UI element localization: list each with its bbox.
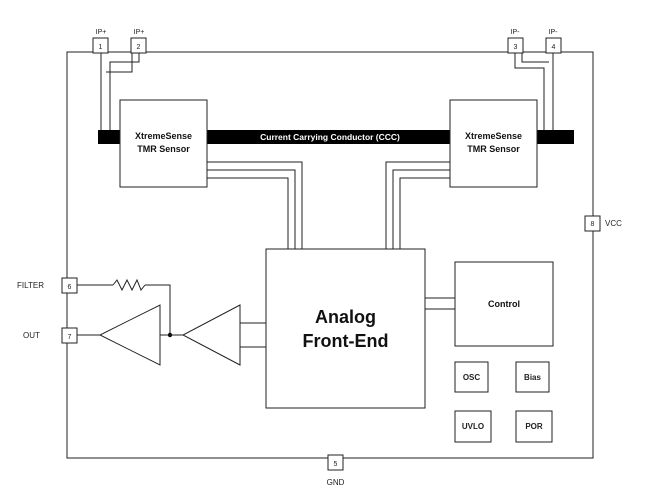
control-label: Control <box>488 299 520 309</box>
osc-block <box>454 361 489 393</box>
tmr-sensor-right-line1: XtremeSense <box>465 131 522 141</box>
tmr-sensor-right <box>449 99 538 188</box>
left-sensor-trace-3 <box>207 177 289 249</box>
right-sensor-trace-2 <box>392 169 450 249</box>
conductor-label: Current Carrying Conductor (CCC) <box>260 132 400 142</box>
pin-4-name: IP- <box>549 29 559 36</box>
afe-line1: Analog <box>315 307 376 327</box>
filter-resistor <box>112 278 146 292</box>
pin-8-name: VCC <box>605 219 622 228</box>
left-sensor-trace-1 <box>207 161 303 249</box>
amplifier <box>181 304 241 366</box>
pin-5-number: 5 <box>334 461 338 468</box>
osc-label: OSC <box>463 373 481 382</box>
ip-minus-wire-3 <box>521 53 549 63</box>
por-block <box>515 410 553 443</box>
tmr-sensor-left <box>119 99 208 188</box>
right-sensor-trace-1 <box>385 161 450 249</box>
pin-5-name: GND <box>327 478 345 487</box>
tmr-sensor-right-line2: TMR Sensor <box>467 144 520 154</box>
control-block <box>454 261 554 347</box>
pin-1-name: IP+ <box>96 29 107 36</box>
pin-2-number: 2 <box>137 44 141 51</box>
filter-wire-2 <box>145 284 171 335</box>
afe-line2: Front-End <box>303 331 389 351</box>
ip-minus-wire-1 <box>514 53 545 130</box>
pin-6-number: 6 <box>68 284 72 291</box>
analog-front-end <box>265 248 426 409</box>
uvlo-block <box>454 410 492 443</box>
pin-7-name: OUT <box>23 331 40 340</box>
pin-2-name: IP+ <box>134 29 145 36</box>
bias-label: Bias <box>524 373 541 382</box>
left-sensor-trace-2 <box>207 169 296 249</box>
pin-6-name: FILTER <box>17 281 44 290</box>
pin-4-number: 4 <box>552 44 556 51</box>
pin-8-box <box>584 215 601 232</box>
pin-8-number: 8 <box>591 221 595 228</box>
pin-3-number: 3 <box>514 44 518 51</box>
right-sensor-trace-3 <box>399 177 450 249</box>
pin-5-box <box>327 454 344 471</box>
por-label: POR <box>525 422 543 431</box>
tmr-sensor-left-line2: TMR Sensor <box>137 144 190 154</box>
ip-plus-wire-2 <box>109 53 140 130</box>
pin-1-number: 1 <box>99 44 103 51</box>
uvlo-label: UVLO <box>462 422 484 431</box>
bias-block <box>515 361 550 393</box>
output-buffer <box>98 304 161 366</box>
tmr-sensor-left-line1: XtremeSense <box>135 131 192 141</box>
pin-3-name: IP- <box>511 29 521 36</box>
ip-plus-wire-3 <box>106 53 133 73</box>
pin-7-number: 7 <box>68 334 72 341</box>
